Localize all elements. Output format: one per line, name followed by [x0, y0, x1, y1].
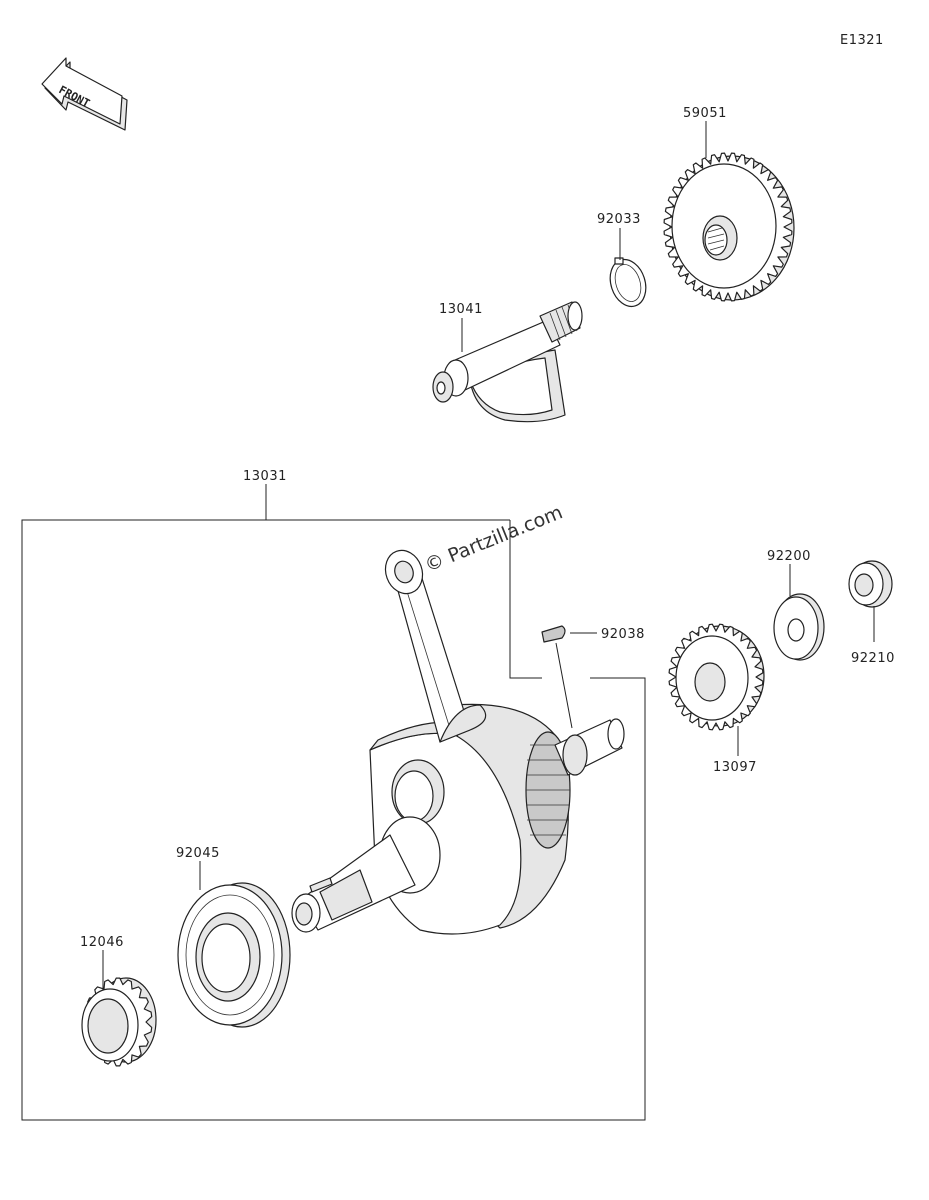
label-13031: 13031	[243, 469, 287, 484]
label-12046: 12046	[80, 935, 124, 950]
key-92038[interactable]	[541, 625, 566, 643]
label-13041: 13041	[439, 302, 483, 317]
crankshaft[interactable]	[291, 545, 625, 935]
label-92033: 92033	[597, 212, 641, 227]
front-arrow-icon: FRONT	[41, 57, 128, 131]
washer-92200[interactable]	[773, 593, 825, 661]
nut-92210[interactable]	[848, 560, 893, 608]
gear-12046[interactable]	[81, 977, 157, 1067]
label-13097: 13097	[713, 760, 757, 775]
diagram-code: E1321	[840, 33, 884, 48]
crankshaft-assembly-box	[21, 484, 646, 1121]
bearing-92045[interactable]	[177, 882, 291, 1028]
label-92045: 92045	[176, 846, 220, 861]
watermark: © Partzilla.com	[422, 501, 566, 576]
label-92200: 92200	[767, 549, 811, 564]
gear-59051[interactable]	[663, 152, 795, 302]
label-92210: 92210	[851, 651, 895, 666]
circlip-92033[interactable]	[604, 255, 651, 311]
label-59051: 59051	[683, 106, 727, 121]
label-92038: 92038	[601, 627, 645, 642]
gear-13097[interactable]	[668, 623, 765, 731]
balancer-shaft-13041[interactable]	[432, 301, 583, 423]
